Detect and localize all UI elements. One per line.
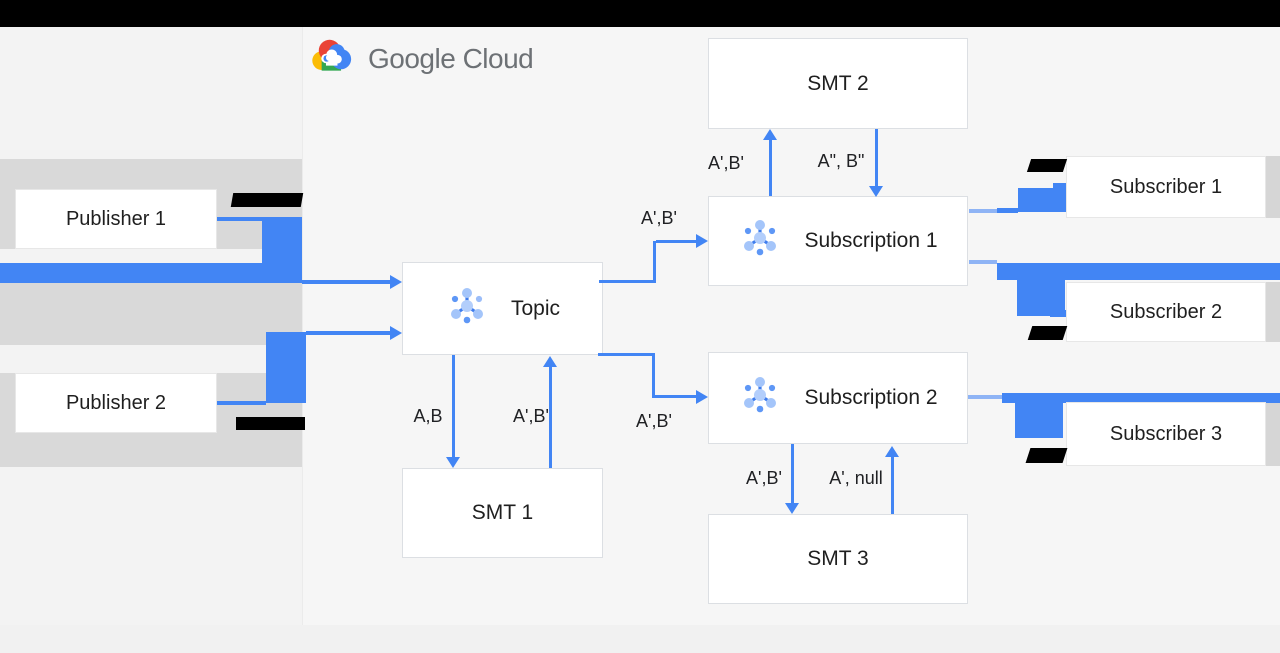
edge-sub1-smt2-up-arrowhead [763,129,777,140]
edge-publisher1-column [262,217,302,283]
edge-label-sub2-smt3: A',B' [746,468,782,488]
edge-topic-sub1-v [653,241,656,283]
node-subscriber-1: Subscriber 1 [1066,156,1266,218]
node-subscriber-1-label: Subscriber 1 [1109,175,1223,198]
edge-publisher2-column [266,332,306,403]
edge-label-smt3-sub2: A', null [829,468,883,488]
redaction-bar-publisher2 [236,417,305,430]
edge-sub2-subscriber3-band [1002,393,1280,403]
edge-sub1-subscriber2-band [997,263,1280,280]
edge-smt2-sub1-down-arrowhead [869,186,883,197]
node-smt-3-label: SMT 3 [807,547,869,570]
edge-sub2-smt3-down-shaft [791,444,794,504]
edge-smt1-topic-up-arrowhead [543,356,557,367]
node-subscription-2-label: Subscription 2 [804,386,938,409]
edge-publisher1-arrow-line [302,280,390,284]
node-publisher-2-label: Publisher 2 [65,391,167,414]
redaction-bar-publisher1 [230,193,304,207]
node-smt-2: SMT 2 [708,38,968,129]
google-cloud-logo: Google Cloud [308,36,534,82]
edge-smt2-sub1-down-shaft [875,129,878,187]
edge-publisher2-arrow-line [306,331,390,335]
redaction-bar-subscriber1 [1026,159,1068,172]
node-subscription-2: Subscription 2 [708,352,968,444]
node-smt-2-label: SMT 2 [807,71,869,95]
node-subscriber-2-label: Subscriber 2 [1109,300,1223,323]
pubsub-subscription2-icon [738,373,782,423]
edge-sub2-smt3-down-arrowhead [785,503,799,514]
node-publisher-2: Publisher 2 [15,373,217,433]
edge-smt1-topic-up-shaft [549,366,552,468]
node-publisher-1: Publisher 1 [15,189,217,249]
subscriber2-row-strip [1266,282,1280,342]
redaction-bar-subscriber3 [1025,448,1068,463]
edge-smt3-sub2-up-arrowhead [885,446,899,457]
node-topic: Topic [402,262,603,355]
edge-topic-sub1-h1 [599,280,656,283]
subscriber1-row-strip [1266,156,1280,218]
redaction-bar-subscriber2 [1027,326,1068,340]
edge-publisher1-arrowhead [390,275,402,289]
edge-topic-sub1-h2 [656,240,696,243]
top-black-bar [0,0,1280,27]
node-topic-label: Topic [510,296,561,320]
edge-publisher1-line [217,217,262,221]
subscriber3-row-strip [1266,402,1280,466]
publisher1-row-gap [0,249,302,263]
edge-sub1-subscriber2-step [1050,310,1067,317]
edge-publisher2-line [217,401,266,405]
node-subscriber-2: Subscriber 2 [1066,282,1266,342]
edge-topic-sub2-h2 [655,395,696,398]
google-cloud-logo-icon [308,38,354,81]
node-publisher-1-label: Publisher 1 [65,207,167,230]
edge-publisher2-arrowhead [390,326,402,340]
edge-topic-sub1-arrowhead [696,234,708,248]
edge-sub1-subscriber1-light-line [969,209,997,213]
edge-topic-sub2-v [652,353,655,398]
edge-topic-smt1-down-shaft [452,355,455,458]
edge-topic-sub2-arrowhead [696,390,708,404]
edge-sub1-subscriber2-light-line [969,260,997,264]
node-subscription-1: Subscription 1 [708,196,968,286]
footer-band [0,625,1280,653]
edge-label-smt2-sub1: A", B" [817,151,865,171]
panel-seam-divider [302,27,303,625]
edge-label-sub1-smt2: A',B' [708,153,744,173]
edge-sub1-subscriber1-step [1053,183,1066,188]
edge-label-topic-smt1: A,B [413,406,443,426]
pubsub-topic-icon [445,284,489,334]
node-subscription-1-label: Subscription 1 [804,229,938,252]
edge-sub1-subscriber1-block [1018,188,1066,212]
edge-label-topic-sub2: A',B' [636,411,672,431]
edge-sub1-smt2-up-shaft [769,139,772,196]
edge-sub2-subscriber3-light-line [968,395,1002,399]
pubsub-subscription1-icon [738,216,782,266]
edge-label-smt1-topic: A',B' [513,406,549,426]
node-smt-1: SMT 1 [402,468,603,558]
edge-sub1-subscriber1-line [997,208,1018,213]
node-subscriber-3-label: Subscriber 3 [1109,422,1223,445]
edge-sub2-subscriber3-block [1015,403,1063,438]
node-smt-3: SMT 3 [708,514,968,604]
node-subscriber-3: Subscriber 3 [1066,402,1266,466]
edge-topic-smt1-down-arrowhead [446,457,460,468]
edge-smt3-sub2-up-shaft [891,456,894,514]
edge-label-topic-sub1: A',B' [641,208,677,228]
node-smt-1-label: SMT 1 [471,501,534,524]
google-cloud-logo-text: Google Cloud [368,43,534,74]
edge-topic-sub2-h1 [598,353,654,356]
edge-publisher1-band [0,263,262,283]
